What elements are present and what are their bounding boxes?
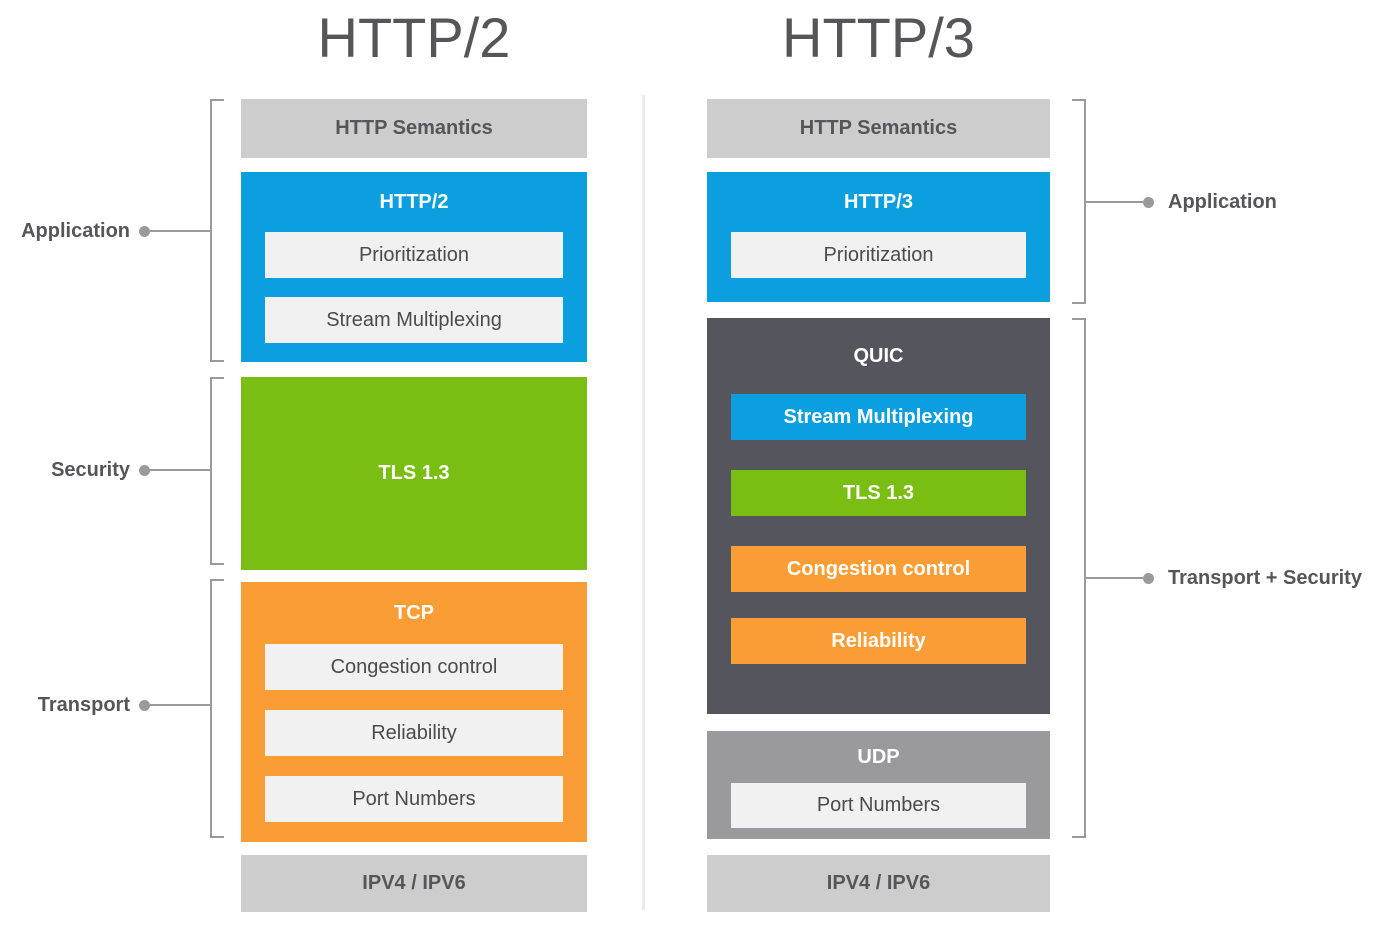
callout-application-left: Application [20,216,210,246]
http2-prioritization: Prioritization [265,232,563,278]
connector-dot-icon [1143,572,1154,584]
http2-semantics-bar: HTTP Semantics [241,99,587,158]
bracket-left-security [210,377,224,565]
http3-stack: HTTP Semantics HTTP/3 Prioritization QUI… [707,99,1050,912]
connector-dot-icon [139,699,150,711]
transport-label: Transport [37,693,130,716]
tcp-box: TCP Congestion control Reliability Port … [241,582,587,842]
udp-port-numbers: Port Numbers [731,783,1026,828]
udp-box-title: UDP [857,745,900,768]
http3-semantics-bar: HTTP Semantics [707,99,1050,158]
connector-line [150,704,210,706]
connector-line [150,469,210,471]
http2-ip-bar: IPV4 / IPV6 [241,855,587,912]
column-title-http3: HTTP/3 [782,6,975,69]
connector-dot-icon [139,225,150,237]
callout-application-right: Application [1086,187,1388,217]
http3-box: HTTP/3 Prioritization [707,172,1050,302]
bracket-left-transport [210,579,224,838]
http3-ip-bar: IPV4 / IPV6 [707,855,1050,912]
quic-box-title: QUIC [853,344,904,367]
column-title-http2: HTTP/2 [317,6,511,69]
quic-tls: TLS 1.3 [731,470,1026,516]
bracket-left-application [210,99,224,362]
tcp-congestion-control: Congestion control [265,644,563,690]
bracket-right-application [1072,99,1086,304]
http2-stream-multiplexing: Stream Multiplexing [265,297,563,343]
connector-dot-icon [1143,196,1154,208]
tcp-port-numbers: Port Numbers [265,776,563,822]
http3-prioritization: Prioritization [731,232,1026,278]
application-label: Application [21,219,130,242]
http2-box: HTTP/2 Prioritization Stream Multiplexin… [241,172,587,362]
tls-box-title: TLS 1.3 [378,462,450,484]
transport-security-label: Transport + Security [1168,566,1362,589]
http2-box-title: HTTP/2 [379,190,449,213]
application-label: Application [1168,190,1277,213]
quic-congestion-control: Congestion control [731,546,1026,592]
connector-dot-icon [139,464,150,476]
callout-transport-security-right: Transport + Security [1086,563,1388,593]
tcp-box-title: TCP [394,601,434,624]
http3-box-title: HTTP/3 [844,190,913,213]
connector-line [1086,577,1143,579]
udp-box: UDP Port Numbers [707,731,1050,839]
tls-box: TLS 1.3 [241,377,587,570]
connector-line [1086,201,1143,203]
http2-stack: HTTP Semantics HTTP/2 Prioritization Str… [241,99,587,912]
bracket-right-transport-security [1072,318,1086,838]
quic-box: QUIC Stream Multiplexing TLS 1.3 Congest… [707,318,1050,714]
quic-stream-multiplexing: Stream Multiplexing [731,394,1026,440]
callout-security-left: Security [20,455,210,485]
callout-transport-left: Transport [20,690,210,720]
security-label: Security [51,458,130,481]
quic-reliability: Reliability [731,618,1026,664]
connector-line [150,230,210,232]
tcp-reliability: Reliability [265,710,563,756]
column-divider [642,95,645,910]
